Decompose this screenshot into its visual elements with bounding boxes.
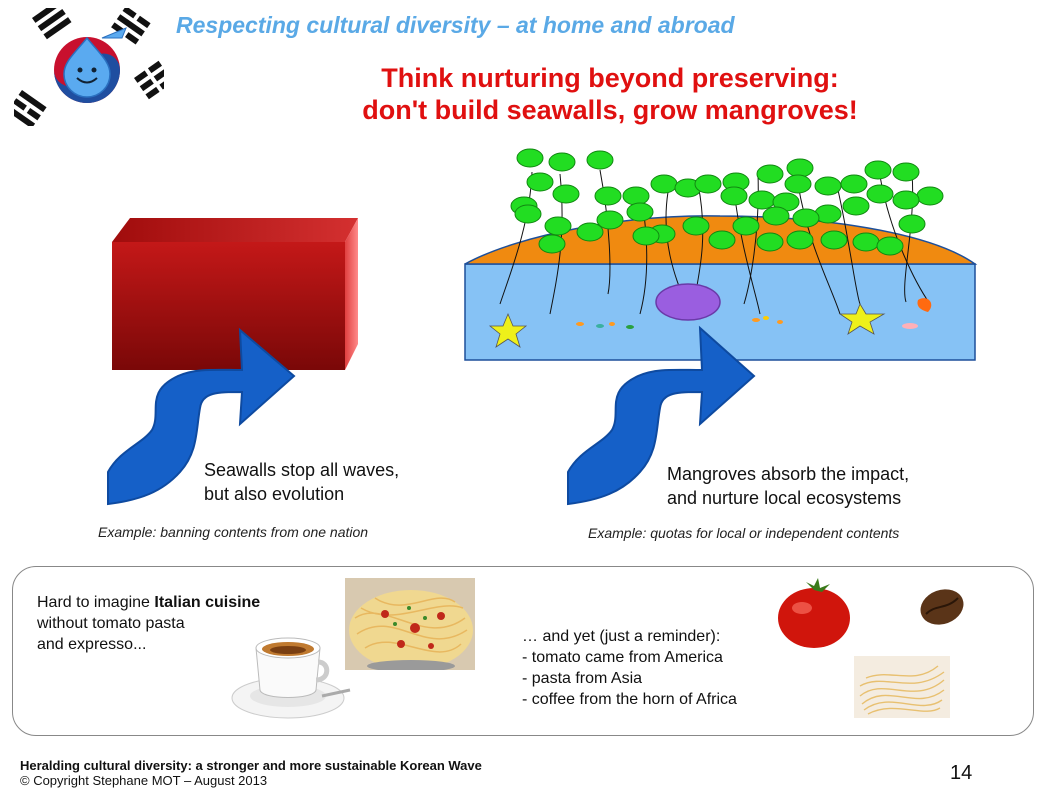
headline-line-1: Think nurturing beyond preserving: bbox=[381, 63, 839, 93]
headline: Think nurturing beyond preserving: don't… bbox=[300, 62, 920, 126]
reminder-text: … and yet (just a reminder): - tomato ca… bbox=[522, 626, 737, 710]
korea-flag-logo bbox=[14, 8, 164, 126]
espresso-cup-image bbox=[231, 637, 351, 719]
spaghetti-image bbox=[345, 578, 475, 670]
trigram-bottom-right bbox=[134, 60, 164, 100]
intro-line-1: Hard to imagine Italian cuisine bbox=[37, 592, 260, 613]
right-caption-line-1: Mangroves absorb the impact, bbox=[667, 464, 910, 484]
wave-arrow-right bbox=[567, 325, 756, 506]
starfish-left bbox=[488, 312, 528, 348]
left-example: Example: banning contents from one natio… bbox=[98, 524, 369, 540]
intro-line-3: and expresso... bbox=[37, 636, 147, 653]
mascot-icon bbox=[63, 36, 111, 98]
reminder-item: - coffee from the horn of Africa bbox=[522, 691, 737, 708]
seawall-block bbox=[112, 218, 358, 370]
tomato-image bbox=[778, 578, 850, 648]
intro-text: Hard to imagine Italian cuisine without … bbox=[37, 592, 260, 655]
leaves bbox=[510, 148, 944, 256]
mangrove-island bbox=[464, 148, 978, 361]
trigram-bottom-left bbox=[14, 90, 47, 126]
footer-copyright: © Copyright Stephane MOT – August 2013 bbox=[20, 773, 268, 788]
starfish-right bbox=[838, 303, 886, 335]
left-caption-line-1: Seawalls stop all waves, bbox=[204, 460, 400, 480]
coral-blob bbox=[655, 283, 721, 321]
header-title: Respecting cultural diversity – at home … bbox=[176, 12, 735, 38]
small-fish bbox=[576, 298, 932, 329]
trigram-top-left bbox=[31, 8, 72, 40]
trigram-top-right bbox=[111, 8, 151, 45]
right-caption-line-2: and nurture local ecosystems bbox=[667, 488, 902, 508]
right-caption: Mangroves absorb the impact, and nurture… bbox=[667, 462, 909, 510]
page-number: 14 bbox=[950, 762, 973, 784]
footer-title: Heralding cultural diversity: a stronger… bbox=[20, 758, 482, 773]
pasta-image bbox=[854, 656, 950, 718]
left-caption-line-2: but also evolution bbox=[204, 484, 345, 504]
headline-line-2: don't build seawalls, grow mangroves! bbox=[362, 95, 858, 125]
intro-bold: Italian cuisine bbox=[154, 594, 261, 611]
intro-line-2: without tomato pasta bbox=[37, 615, 185, 632]
coffee-bean-image bbox=[920, 589, 964, 625]
reminder-item: - pasta from Asia bbox=[522, 670, 643, 687]
reminder-title: … and yet (just a reminder): bbox=[522, 628, 721, 645]
right-example: Example: quotas for local or independent… bbox=[588, 525, 900, 541]
wave-arrow-left bbox=[107, 327, 296, 506]
intro-prefix: Hard to imagine bbox=[37, 594, 155, 611]
left-caption: Seawalls stop all waves, but also evolut… bbox=[204, 458, 399, 506]
reminder-item: - tomato came from America bbox=[522, 649, 723, 666]
